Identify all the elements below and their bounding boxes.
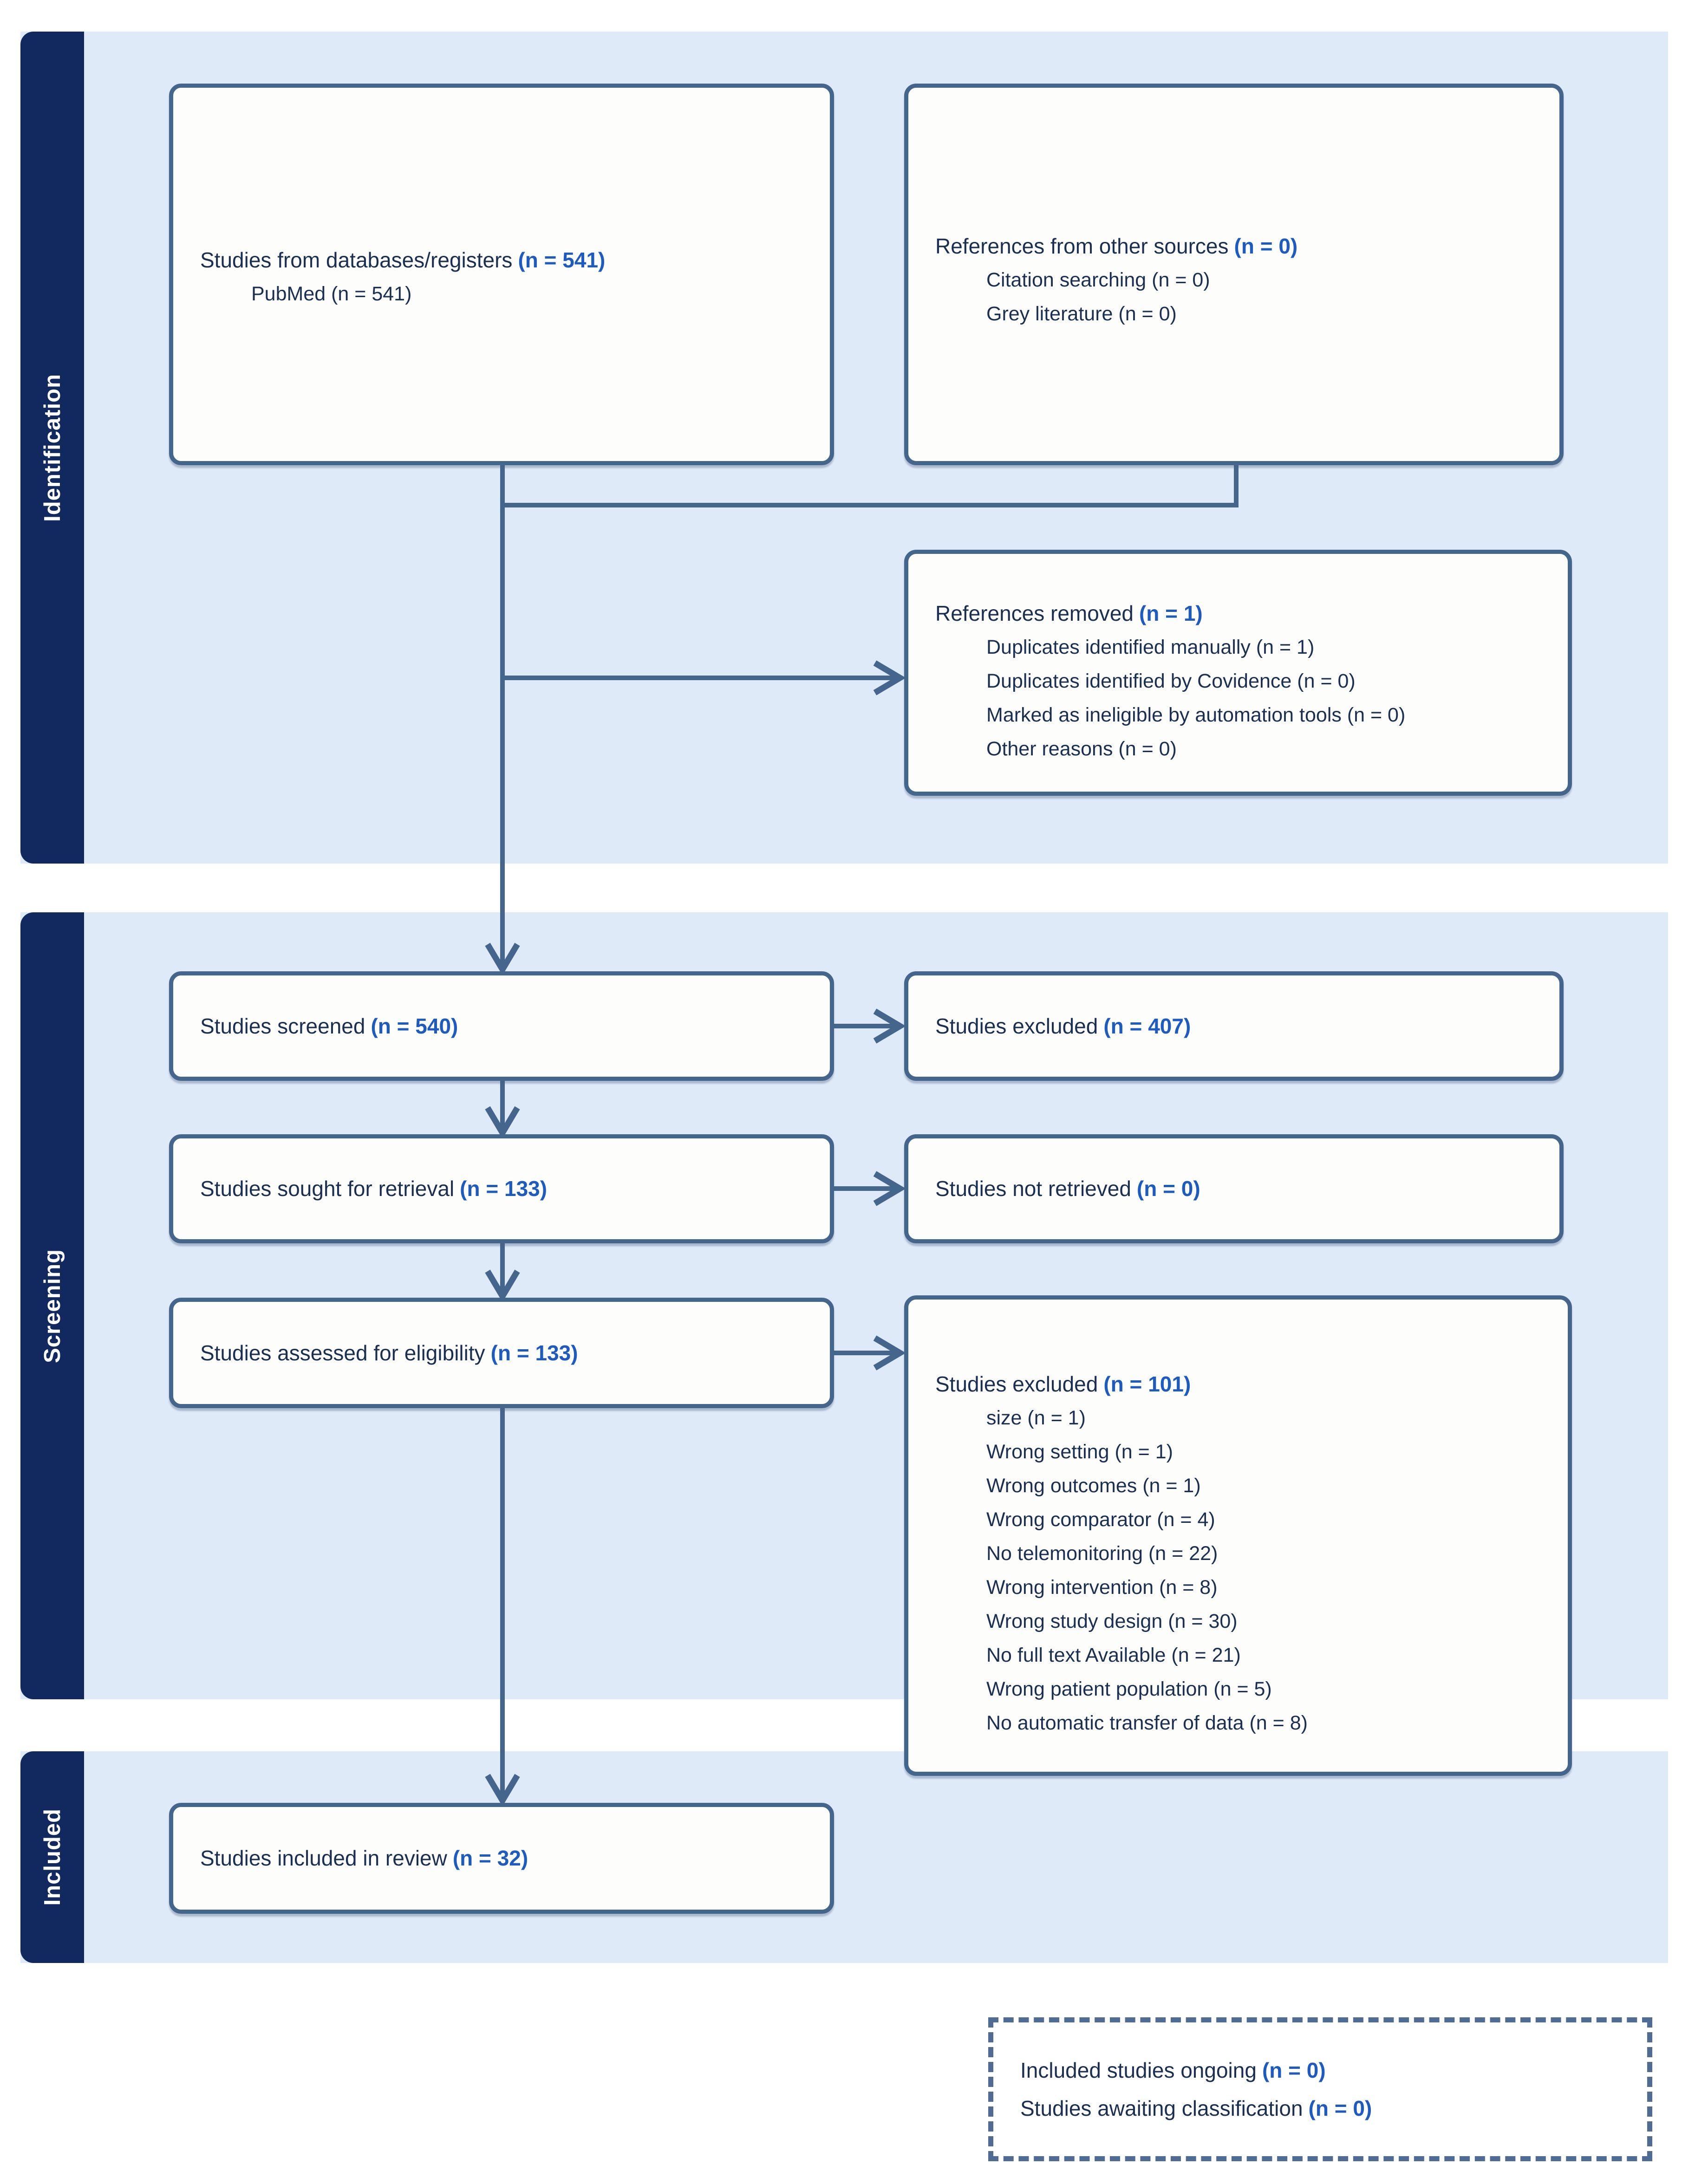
box-label: Studies not retrieved bbox=[935, 1176, 1131, 1201]
box-included-review: Studies included in review(n = 32) bbox=[169, 1803, 834, 1914]
box-label: Studies excluded bbox=[935, 1372, 1098, 1396]
box-studies-screened: Studies screened(n = 540) bbox=[169, 971, 834, 1081]
box-header: Studies not retrieved(n = 0) bbox=[935, 1172, 1546, 1206]
arrowhead-down-eligibility bbox=[485, 1269, 520, 1302]
box-item: Wrong comparator (n = 4) bbox=[986, 1508, 1215, 1531]
box-item: Duplicates identified manually (n = 1) bbox=[986, 636, 1315, 658]
box-item: No telemonitoring (n = 22) bbox=[986, 1542, 1218, 1565]
box-label: Studies sought for retrieval bbox=[200, 1176, 455, 1201]
box-label: Studies assessed for eligibility bbox=[200, 1340, 485, 1365]
box-item: Citation searching (n = 0) bbox=[986, 269, 1210, 291]
box-item: size (n = 1) bbox=[986, 1407, 1086, 1429]
box-item: Wrong outcomes (n = 1) bbox=[986, 1475, 1201, 1497]
box-header: Studies included in review(n = 32) bbox=[200, 1841, 817, 1875]
arrowhead-right-notretrieved bbox=[873, 1171, 906, 1206]
arrowhead-right-excluded-screening bbox=[873, 1008, 906, 1044]
stage-label-screening: Screening bbox=[39, 1248, 65, 1363]
arrowhead-right-excluded-eligibility bbox=[873, 1335, 906, 1371]
arrowhead-down-screened bbox=[485, 942, 520, 975]
stage-bar-included: Included bbox=[20, 1751, 84, 1963]
box-count: (n = 133) bbox=[490, 1340, 578, 1365]
box-count: (n = 407) bbox=[1103, 1014, 1191, 1038]
box-label: References removed bbox=[935, 601, 1134, 625]
box-other-sources: References from other sources(n = 0) Cit… bbox=[904, 84, 1564, 465]
box-item: Grey literature (n = 0) bbox=[986, 303, 1177, 325]
stage-bar-screening: Screening bbox=[20, 912, 84, 1699]
box-studies-excluded-screening: Studies excluded(n = 407) bbox=[904, 971, 1564, 1081]
box-count: (n = 0) bbox=[1262, 2058, 1326, 2082]
box-header: References from other sources(n = 0) bbox=[935, 229, 1546, 263]
box-label: Studies excluded bbox=[935, 1014, 1098, 1038]
box-not-retrieved: Studies not retrieved(n = 0) bbox=[904, 1134, 1564, 1243]
arrowhead-down-retrieval bbox=[485, 1106, 520, 1139]
box-label: Studies screened bbox=[200, 1014, 365, 1038]
box-excluded-eligibility: Studies excluded(n = 101) size (n = 1) W… bbox=[904, 1295, 1572, 1776]
box-count: (n = 540) bbox=[371, 1014, 458, 1038]
box-assessed-eligibility: Studies assessed for eligibility(n = 133… bbox=[169, 1298, 834, 1408]
box-count: (n = 0) bbox=[1136, 1176, 1200, 1201]
box-references-removed: References removed(n = 1) Duplicates ide… bbox=[904, 550, 1572, 796]
box-header: Studies screened(n = 540) bbox=[200, 1009, 817, 1043]
box-count: (n = 1) bbox=[1139, 601, 1203, 625]
box-header: References removed(n = 1) bbox=[935, 597, 1555, 630]
box-item: Wrong patient population (n = 5) bbox=[986, 1678, 1272, 1700]
box-header: Included studies ongoing(n = 0) bbox=[1020, 2051, 1647, 2089]
box-item: Wrong setting (n = 1) bbox=[986, 1441, 1173, 1463]
arrowhead-down-included bbox=[485, 1774, 520, 1807]
box-ongoing-awaiting: Included studies ongoing(n = 0) Studies … bbox=[988, 2017, 1652, 2161]
box-count: (n = 541) bbox=[518, 248, 606, 272]
box-header: Studies assessed for eligibility(n = 133… bbox=[200, 1336, 817, 1370]
box-item: Other reasons (n = 0) bbox=[986, 738, 1177, 760]
box-header: Studies excluded(n = 407) bbox=[935, 1009, 1546, 1043]
box-item: Wrong study design (n = 30) bbox=[986, 1610, 1238, 1632]
box-item: No full text Available (n = 21) bbox=[986, 1644, 1241, 1666]
box-item: Marked as ineligible by automation tools… bbox=[986, 704, 1406, 726]
box-count: (n = 101) bbox=[1103, 1372, 1191, 1396]
box-label: Included studies ongoing bbox=[1020, 2058, 1257, 2082]
box-header: Studies sought for retrieval(n = 133) bbox=[200, 1172, 817, 1206]
box-label: Studies from databases/registers bbox=[200, 248, 513, 272]
box-count: (n = 32) bbox=[452, 1846, 528, 1870]
box-label: References from other sources bbox=[935, 234, 1229, 258]
stage-bar-identification: Identification bbox=[20, 32, 84, 864]
box-item: Wrong intervention (n = 8) bbox=[986, 1576, 1218, 1599]
box-item: PubMed (n = 541) bbox=[251, 283, 412, 305]
stage-label-included: Included bbox=[39, 1808, 65, 1906]
stage-label-identification: Identification bbox=[39, 373, 65, 522]
box-sought-retrieval: Studies sought for retrieval(n = 133) bbox=[169, 1134, 834, 1243]
arrow-line-othersources-elbow bbox=[502, 465, 1239, 507]
box-header: Studies from databases/registers(n = 541… bbox=[200, 243, 817, 277]
box-count: (n = 133) bbox=[460, 1176, 548, 1201]
box-header: Studies awaiting classification(n = 0) bbox=[1020, 2089, 1647, 2127]
box-item: Duplicates identified by Covidence (n = … bbox=[986, 670, 1356, 692]
box-item: No automatic transfer of data (n = 8) bbox=[986, 1712, 1308, 1734]
box-databases-registers: Studies from databases/registers(n = 541… bbox=[169, 84, 834, 465]
arrowhead-right-removed bbox=[873, 660, 906, 696]
box-count: (n = 0) bbox=[1234, 234, 1298, 258]
box-header: Studies excluded(n = 101) bbox=[935, 1367, 1555, 1401]
box-count: (n = 0) bbox=[1308, 2096, 1372, 2120]
box-label: Studies awaiting classification bbox=[1020, 2096, 1303, 2120]
box-label: Studies included in review bbox=[200, 1846, 447, 1870]
